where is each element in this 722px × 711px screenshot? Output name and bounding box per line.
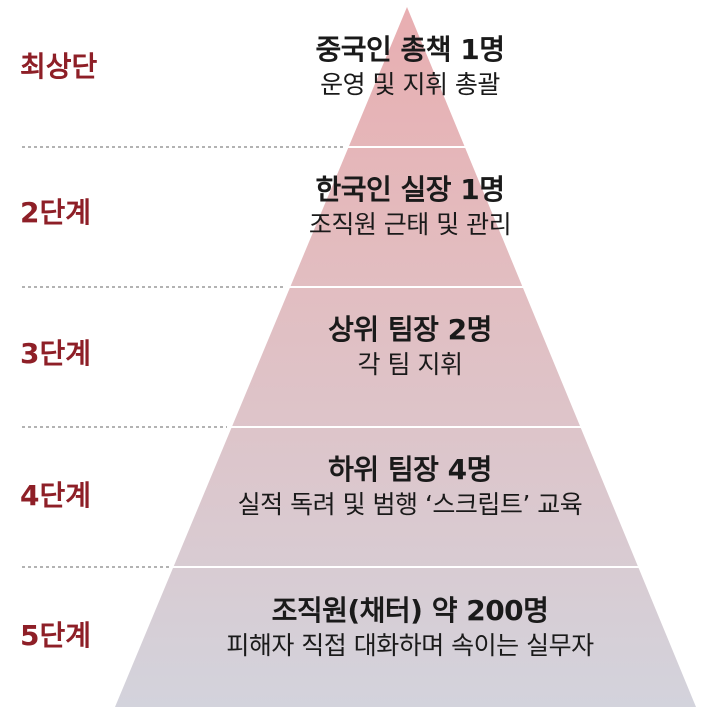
- tier-desc: 각 팀 지휘: [357, 350, 463, 379]
- tier-title: 중국인 총책 1명: [315, 33, 505, 66]
- level-label-2: 2단계: [20, 196, 92, 229]
- level-label-5: 5단계: [20, 619, 92, 652]
- pyramid-shape: [115, 7, 696, 707]
- tier-desc: 조직원 근태 및 관리: [308, 210, 512, 239]
- tier-desc: 실적 독려 및 범행 ‘스크립트’ 교육: [237, 490, 583, 519]
- tier-desc: 운영 및 지휘 총괄: [320, 70, 500, 99]
- tier-3: 상위 팀장 2명 각 팀 지휘: [110, 312, 710, 382]
- tier-title: 상위 팀장 2명: [328, 313, 492, 346]
- tier-2: 한국인 실장 1명 조직원 근태 및 관리: [110, 172, 710, 242]
- tier-1: 중국인 총책 1명 운영 및 지휘 총괄: [110, 32, 710, 102]
- level-label-3: 3단계: [20, 337, 92, 370]
- tier-title: 조직원(채터) 약 200명: [271, 594, 549, 627]
- tier-desc: 피해자 직접 대화하며 속이는 실무자: [226, 631, 594, 660]
- level-label-4: 4단계: [20, 479, 92, 512]
- tier-4: 하위 팀장 4명 실적 독려 및 범행 ‘스크립트’ 교육: [110, 452, 710, 522]
- tier-title: 하위 팀장 4명: [328, 453, 492, 486]
- level-label-top: 최상단: [20, 50, 98, 83]
- tier-5: 조직원(채터) 약 200명 피해자 직접 대화하며 속이는 실무자: [110, 593, 710, 663]
- tier-title: 한국인 실장 1명: [315, 173, 505, 206]
